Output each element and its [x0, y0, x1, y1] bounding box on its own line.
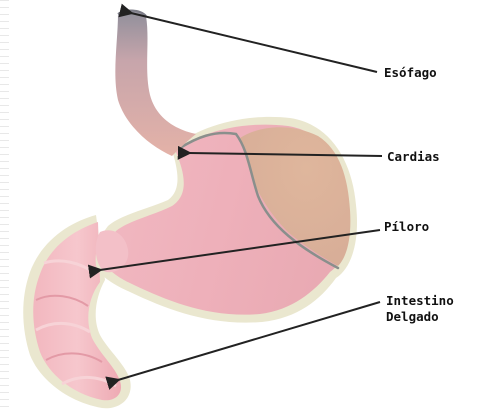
label-cardias: Cardias: [387, 149, 440, 164]
label-esofago: Esófago: [384, 65, 437, 80]
label-piloro: Píloro: [384, 219, 429, 234]
esophagus: [115, 10, 196, 156]
label-intestino-line2: Delgado: [386, 309, 439, 324]
label-intestino-line1: Intestino: [386, 293, 454, 308]
arrowhead-icon: [131, 13, 377, 72]
esophagus-tube: [115, 10, 196, 156]
